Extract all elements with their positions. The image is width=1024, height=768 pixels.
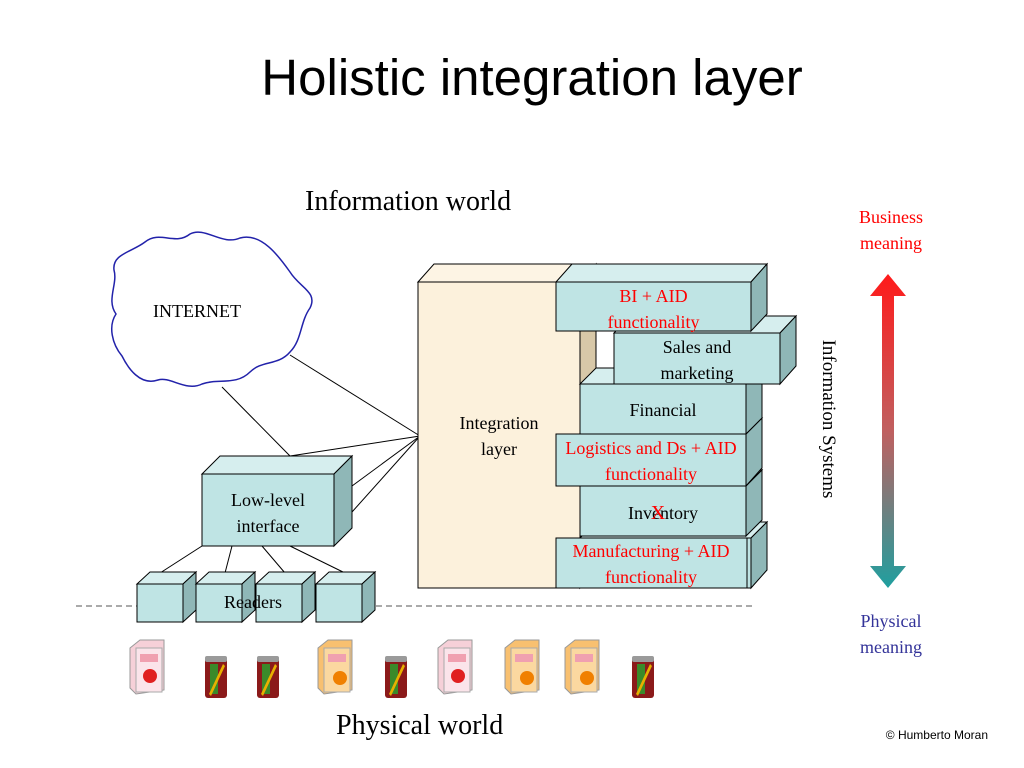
physical-meaning-label: Physical meaning: [860, 611, 922, 657]
can-icon: [205, 656, 227, 698]
physical-world-label: Physical world: [336, 710, 504, 741]
apple-carton-icon: [437, 639, 473, 695]
apple-carton-icon: [129, 639, 165, 695]
slide-title: Holistic integration layer: [261, 49, 803, 106]
low-level-interface-label: Low-level interface: [231, 490, 305, 536]
bi-aid-box: BI + AID functionality: [607, 286, 700, 332]
product-items: [129, 639, 654, 698]
financial-box: Financial: [629, 400, 697, 420]
business-meaning-label: Business meaning: [858, 207, 923, 253]
integration-layer-label: Integration layer: [459, 413, 539, 459]
inventory-x-mark: X: [650, 502, 666, 524]
manufacturing-aid-box: Manufacturing + AID functionality: [572, 541, 730, 587]
internet-cloud: [110, 231, 313, 387]
orange-carton-icon: [504, 639, 540, 695]
can-icon: [385, 656, 407, 698]
orange-carton-icon: [564, 639, 600, 695]
copyright-notice: © Humberto Moran: [885, 728, 988, 742]
low-level-interface-block: [200, 454, 354, 548]
internet-label: INTERNET: [153, 301, 241, 321]
readers-label: Readers: [224, 592, 282, 612]
logistics-aid-box: Logistics and Ds + AID functionality: [565, 438, 737, 484]
can-icon: [632, 656, 654, 698]
can-icon: [257, 656, 279, 698]
orange-carton-icon: [317, 639, 353, 695]
inventory-box: Inventory: [628, 503, 698, 523]
reader-boxes: [135, 570, 377, 624]
information-world-label: Information world: [305, 186, 512, 217]
system-boxes: [554, 262, 798, 590]
connection-lines: [159, 354, 421, 574]
sales-marketing-box: Sales and marketing: [660, 337, 734, 383]
information-systems-label: Information Systems: [818, 339, 839, 499]
meaning-arrow: [870, 274, 906, 588]
